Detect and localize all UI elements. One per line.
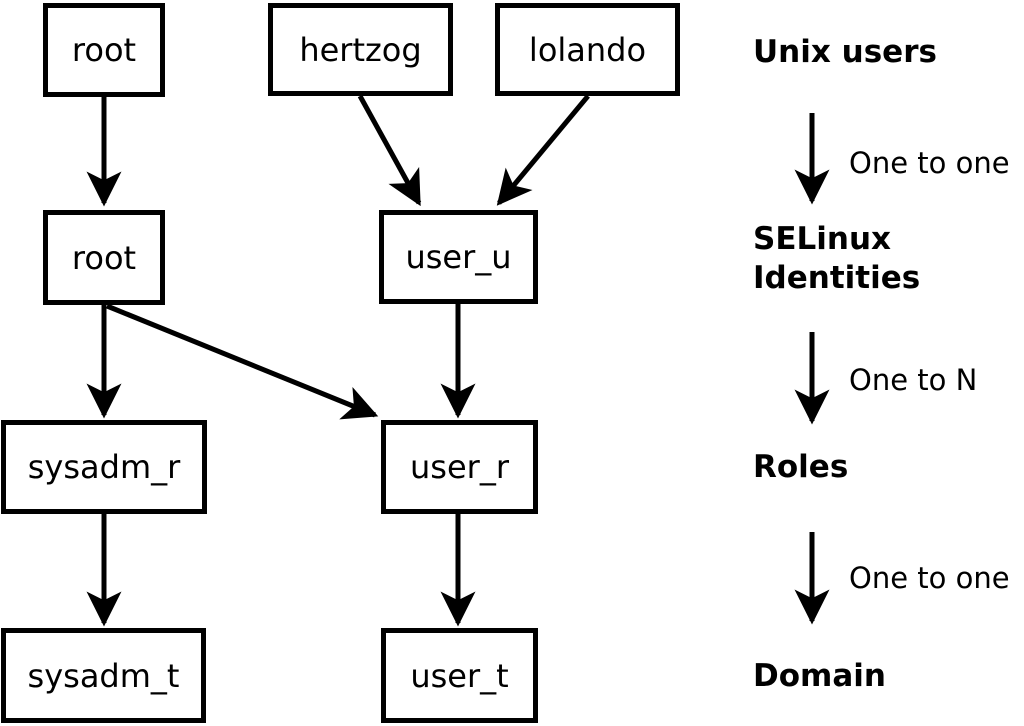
legend-caption-one-to-one-2: One to one [849,561,1010,595]
node-selinux-user-u-label: user_u [405,238,512,276]
legend-caption-one-to-n: One to N [849,363,978,397]
node-role-sysadm-r: sysadm_r [1,420,207,514]
node-domain-sysadm-t: sysadm_t [1,628,206,723]
node-unix-hertzog: hertzog [268,3,453,96]
legend-level-selinux-identities: SELinux Identities [753,220,920,298]
node-domain-user-t: user_t [381,628,538,723]
legend-level-selinux-line2: Identities [753,260,921,296]
node-role-user-r-label: user_r [410,448,509,486]
edge-selinux-root-to-user-r [106,303,379,420]
node-unix-hertzog-label: hertzog [299,30,422,69]
node-domain-sysadm-t-label: sysadm_t [27,656,180,695]
edge-lolando-to-user-u [496,94,590,206]
node-selinux-root: root [43,210,165,305]
edge-hertzog-to-user-u [357,94,422,207]
node-selinux-root-label: root [71,238,137,277]
node-unix-lolando-label: lolando [528,30,647,69]
node-role-sysadm-r-label: sysadm_r [27,448,181,486]
legend-caption-one-to-one-1: One to one [849,146,1010,180]
legend-level-selinux-line1: SELinux [753,221,892,257]
node-unix-root-label: root [71,31,137,69]
legend-level-roles: Roles [753,449,849,485]
node-role-user-r: user_r [381,420,538,514]
legend-level-unix-users: Unix users [753,34,937,70]
node-domain-user-t-label: user_t [410,656,509,695]
node-unix-root: root [43,3,165,97]
node-selinux-user-u: user_u [379,210,538,304]
legend-level-domain: Domain [753,658,886,694]
node-unix-lolando: lolando [495,3,680,96]
